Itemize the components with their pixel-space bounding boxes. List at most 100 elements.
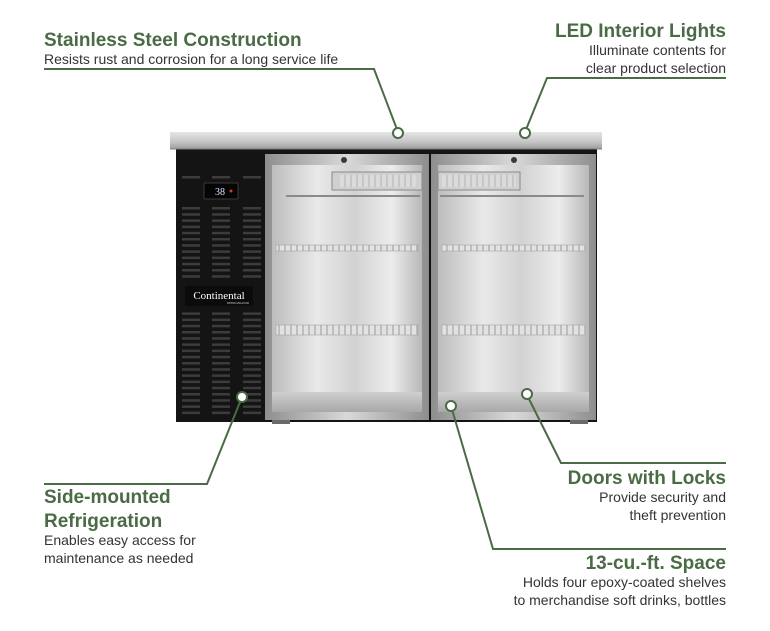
vent-slot [182, 331, 200, 334]
space-desc-line1: Holds four epoxy-coated shelves [522, 574, 726, 590]
leader-led [524, 77, 726, 133]
vent-slot [182, 411, 200, 415]
vent-slot [212, 374, 230, 377]
vent-slot [243, 386, 261, 390]
vent-slot [182, 318, 200, 322]
vent-slot [182, 343, 200, 346]
vent-slot [243, 262, 261, 266]
vent-slot [212, 411, 230, 415]
temperature-readout: 38 [215, 187, 225, 198]
vent-slot [182, 219, 200, 222]
vent-slot [243, 399, 261, 402]
vent-slot [182, 405, 200, 408]
vent-slot [182, 368, 200, 371]
stainless-desc: Resists rust and corrosion for a long se… [44, 51, 339, 67]
vent-slot [182, 244, 200, 247]
vent-slot [212, 262, 230, 266]
vent-slot [212, 362, 230, 365]
vent-slot [212, 256, 230, 260]
vent-slot [212, 244, 230, 247]
vent-slot [212, 393, 230, 396]
vent-slot [182, 256, 200, 260]
doors-desc-line2: theft prevention [629, 507, 726, 523]
vent-slot [243, 411, 261, 415]
stainless-title: Stainless Steel Construction [44, 30, 302, 51]
door-lock-icon [341, 157, 347, 163]
vent-slot [182, 238, 200, 241]
vent-slot [212, 207, 230, 210]
marker-side [236, 391, 248, 403]
vent-slot [243, 275, 261, 278]
vent-slot [182, 374, 200, 377]
brand-logo-sub: REFRIGERATOR [227, 301, 249, 305]
vent-slot [243, 250, 261, 253]
leader-doors [526, 394, 726, 464]
vent-slot [212, 213, 230, 216]
marker-led [519, 127, 531, 139]
vent-slot [243, 238, 261, 241]
vent-slot [212, 312, 230, 315]
vent-slot [212, 355, 230, 359]
vent-slot [182, 225, 200, 229]
vent-slot [212, 231, 230, 235]
vent-slot [243, 380, 261, 384]
vent-slot [243, 225, 261, 229]
stainless-top [170, 132, 602, 149]
vent-slot [182, 250, 200, 253]
vent-slot [243, 337, 261, 340]
vent-slot [243, 349, 261, 353]
vent-slot [212, 349, 230, 353]
vent-slot [243, 219, 261, 222]
callout-markers [236, 127, 533, 412]
vent-slot [182, 176, 200, 179]
vent-slot [243, 368, 261, 371]
vent-slot [212, 275, 230, 278]
foot [272, 420, 290, 424]
vent-slot [243, 231, 261, 235]
vent-slot [182, 386, 200, 390]
temperature-display [203, 182, 239, 200]
right-glass-door[interactable] [431, 154, 596, 420]
vent-slot [212, 343, 230, 346]
leader-space [450, 405, 726, 550]
vent-slot [212, 176, 230, 179]
side-title-line1: Side-mounted [44, 487, 171, 508]
left-glass-door[interactable] [265, 154, 429, 420]
vent-slot [182, 207, 200, 210]
vent-slot [243, 244, 261, 247]
vent-slot [182, 312, 200, 315]
vent-slot [243, 213, 261, 216]
vent-slot [243, 176, 261, 179]
led-desc-line2: clear product selection [585, 60, 726, 76]
vent-slot [212, 324, 230, 328]
doors-title: Doors with Locks [567, 468, 726, 489]
vent-slot [182, 262, 200, 266]
vent-slot [182, 337, 200, 340]
vent-slot [243, 374, 261, 377]
vent-slot [243, 393, 261, 396]
vent-slot [212, 331, 230, 334]
vent-slot [243, 312, 261, 315]
doors-desc-line1: Provide security and [599, 489, 726, 505]
marker-stainless [392, 127, 404, 139]
display-indicator [229, 189, 233, 193]
vent-slot [212, 405, 230, 408]
side-title-line2: Refrigeration [44, 511, 163, 532]
side-desc-line1: Enables easy access for [44, 532, 196, 548]
vent-grille [182, 176, 261, 415]
marker-space [445, 400, 457, 412]
space-desc-line2: to merchandise soft drinks, bottles [513, 592, 726, 608]
vent-slot [212, 225, 230, 229]
vent-slot [243, 405, 261, 408]
vent-slot [243, 362, 261, 365]
brand-logo-plate [185, 286, 253, 306]
vent-slot [182, 275, 200, 278]
vent-slot [212, 318, 230, 322]
vent-slot [182, 399, 200, 402]
side-desc-line2: maintenance as needed [44, 550, 194, 566]
vent-slot [182, 355, 200, 359]
vent-slot [182, 380, 200, 384]
led-desc-line1: Illuminate contents for [589, 42, 726, 58]
vent-slot [212, 238, 230, 241]
